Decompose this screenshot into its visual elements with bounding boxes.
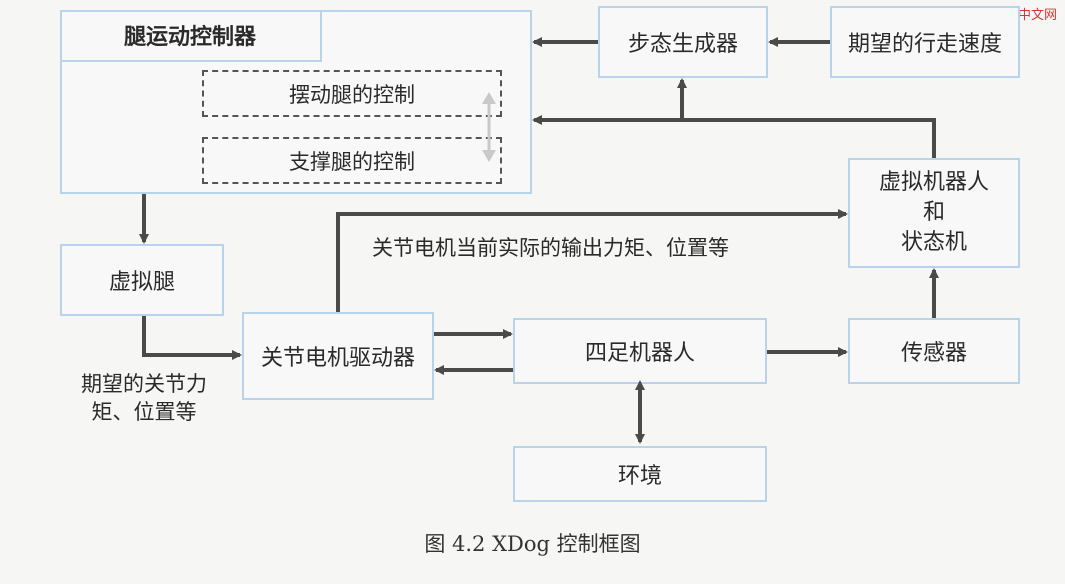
environment-box: 环境 bbox=[513, 446, 767, 502]
leg-controller-title: 腿运动控制器 bbox=[60, 10, 322, 62]
desired-torque-line1: 期望的关节力 bbox=[81, 372, 207, 396]
desired-torque-line2: 矩、位置等 bbox=[91, 400, 197, 424]
virtual-leg-label: 虚拟腿 bbox=[108, 270, 175, 295]
feedback-label: 关节电机当前实际的输出力矩、位置等 bbox=[372, 236, 729, 260]
desired-torque-label: 期望的关节力 矩、位置等 bbox=[58, 370, 230, 426]
joint-driver-box: 关节电机驱动器 bbox=[242, 312, 434, 400]
desired-speed-label: 期望的行走速度 bbox=[847, 32, 1002, 57]
watermark-text: 中文网 bbox=[1017, 8, 1057, 23]
quadruped-box: 四足机器人 bbox=[513, 318, 767, 384]
virtual-robot-label: 虚拟机器人 bbox=[878, 170, 989, 195]
sensor-box: 传感器 bbox=[848, 318, 1020, 384]
swing-leg-control-box: 摆动腿的控制 bbox=[202, 70, 502, 117]
arrow-virtual-leg-to-driver bbox=[142, 316, 242, 360]
gait-generator-box: 步态生成器 bbox=[598, 6, 768, 78]
virtual-leg-box: 虚拟腿 bbox=[60, 244, 224, 316]
line-virtual-robot-feedback bbox=[532, 115, 936, 158]
support-leg-control-box: 支撑腿的控制 bbox=[202, 137, 502, 184]
swing-leg-label: 摆动腿的控制 bbox=[289, 82, 415, 107]
virtual-robot-box: 虚拟机器人 和 状态机 bbox=[848, 158, 1020, 268]
leg-controller-box bbox=[60, 10, 532, 194]
gait-generator-label: 步态生成器 bbox=[627, 32, 738, 57]
state-machine-label: 状态机 bbox=[900, 230, 967, 255]
figure-caption: 图 4.2 XDog 控制框图 bbox=[424, 532, 641, 556]
support-leg-label: 支撑腿的控制 bbox=[289, 149, 415, 174]
environment-label: 环境 bbox=[617, 464, 662, 489]
sensor-label: 传感器 bbox=[900, 341, 967, 366]
virtual-robot-and-label: 和 bbox=[922, 200, 945, 225]
arrow-driver-to-virtual-robot bbox=[336, 209, 848, 312]
desired-speed-box: 期望的行走速度 bbox=[830, 6, 1020, 78]
joint-driver-label: 关节电机驱动器 bbox=[260, 346, 415, 371]
leg-controller-label: 腿运动控制器 bbox=[123, 25, 256, 50]
quadruped-label: 四足机器人 bbox=[584, 341, 695, 366]
